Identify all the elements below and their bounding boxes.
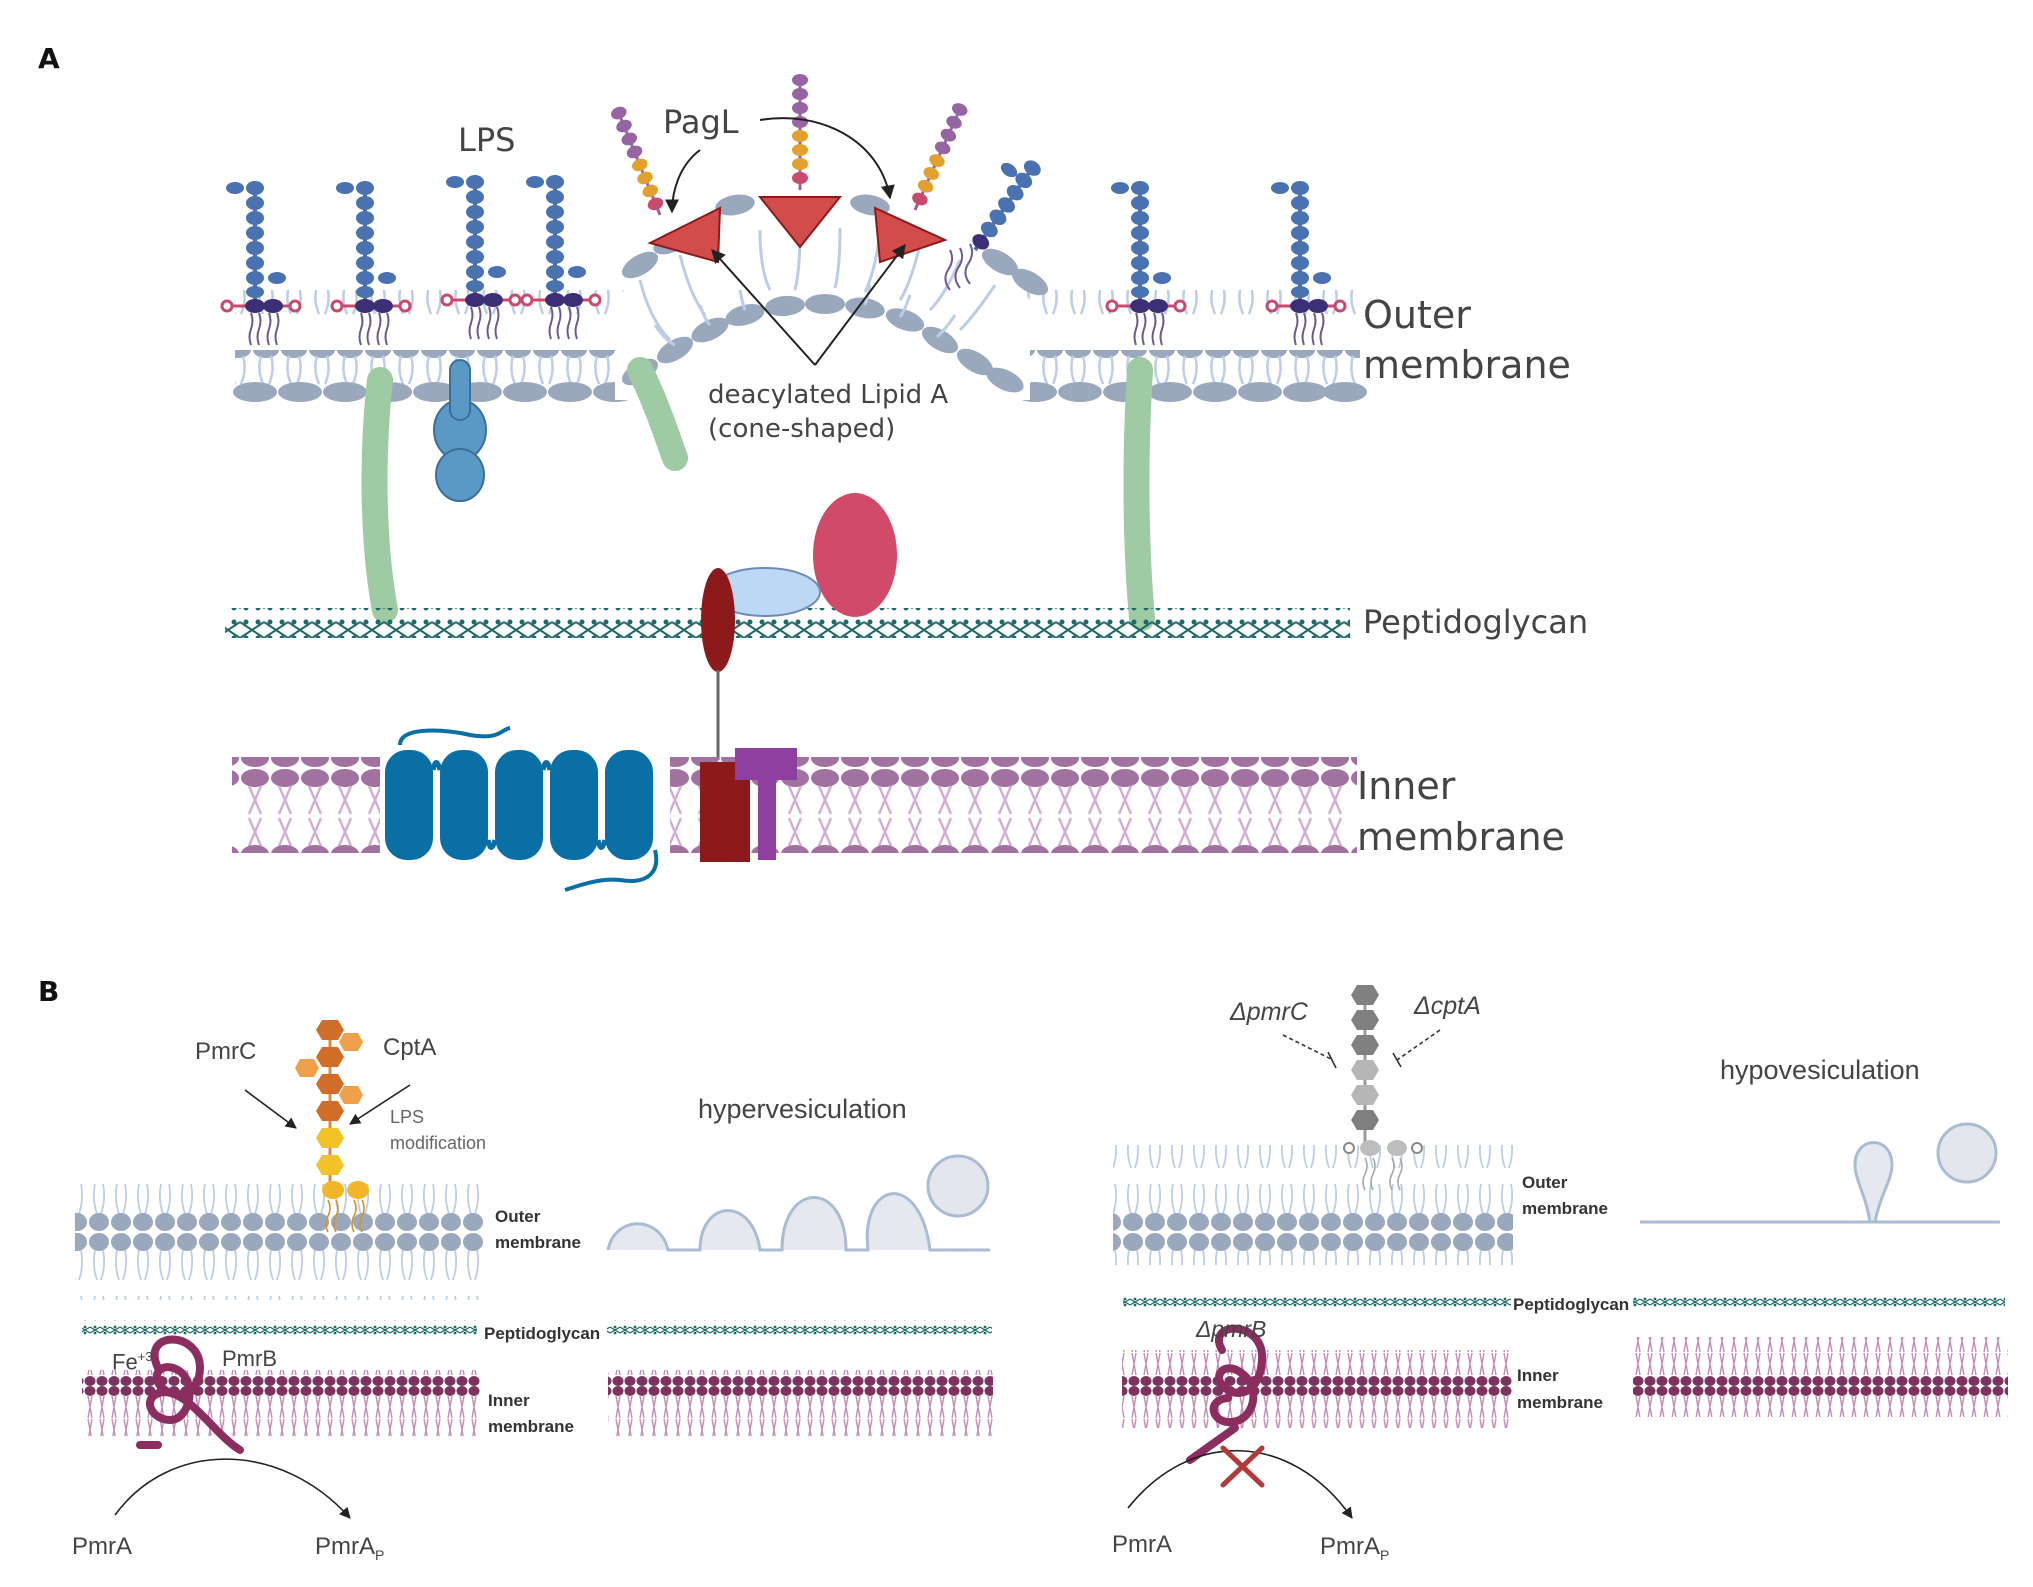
vesicle-left: [926, 1154, 990, 1218]
modified-lps: [295, 1020, 369, 1233]
outer-membrane-label-bl2: membrane: [495, 1233, 581, 1252]
pmrb-protein: [146, 1335, 244, 1454]
deacylated-lipid-a-label: deacylated Lipid A: [708, 380, 949, 410]
inhibition-lines: [1282, 1029, 1441, 1069]
dpmrc-label: ΔpmrC: [1230, 998, 1308, 1026]
lps-label: LPS: [458, 121, 516, 159]
outer-membrane-b-left: [75, 1180, 485, 1300]
peptidoglycan-label-a: Peptidoglycan: [1363, 603, 1589, 641]
phosphorylation-arrow-right: [1127, 1449, 1353, 1519]
phosphorylation-arrow-left: [114, 1458, 351, 1519]
pmrap-text-left: PmrA: [315, 1533, 375, 1560]
fe-charge: +3: [137, 1349, 153, 1364]
peptidoglycan-b-left: [82, 1320, 477, 1336]
hypervesiculation-membrane: [606, 1192, 990, 1252]
unmodified-lps: [1343, 985, 1423, 1191]
pmrap-sub-left: P: [375, 1546, 385, 1563]
t-shaped-protein: [735, 748, 797, 780]
outer-membrane-label-bl1: Outer: [495, 1207, 541, 1226]
inner-membrane-b-right: [1122, 1350, 1512, 1428]
pagl-label: PagL: [663, 103, 739, 141]
pmrap-text-right: PmrA: [1320, 1533, 1380, 1560]
panel-b-letter: B: [38, 975, 60, 1008]
outer-membrane-label-br2: membrane: [1522, 1199, 1608, 1218]
fe-text: Fe: [112, 1349, 138, 1375]
outer-membrane-label-br1: Outer: [1522, 1173, 1568, 1192]
pmrap-sub-right: P: [1380, 1546, 1390, 1563]
panel-a-diagram: [220, 72, 1367, 892]
outer-membrane-label-a2: membrane: [1363, 343, 1571, 387]
lps-modification-label-2: modification: [390, 1133, 487, 1153]
panel-a-letter: A: [38, 42, 60, 75]
red-ellipse-protein: [813, 493, 897, 617]
inner-membrane-label-a2: membrane: [1357, 815, 1565, 859]
lps-molecules: [220, 72, 1347, 347]
hypovesiculation-membrane: [1640, 1141, 2000, 1224]
porin-protein-3: [1123, 357, 1155, 631]
inner-membrane-label-br2: membrane: [1517, 1393, 1603, 1412]
block-x-icon: [1220, 1445, 1265, 1488]
lps-modification-label-1: LPS: [390, 1107, 425, 1127]
inner-membrane-label-bl2: membrane: [488, 1417, 574, 1436]
hypervesiculation-label: hypervesiculation: [698, 1094, 907, 1124]
hypovesiculation-label: hypovesiculation: [1720, 1055, 1920, 1085]
inner-membrane-label-br1: Inner: [1517, 1366, 1559, 1385]
inner-membrane-b-left: [82, 1370, 480, 1436]
dcpta-label: ΔcptA: [1414, 992, 1481, 1020]
peptidoglycan-label-bl: Peptidoglycan: [484, 1324, 601, 1343]
dpmrb-protein: [1209, 1324, 1267, 1427]
inner-membrane-label-a1: Inner: [1357, 764, 1456, 808]
porin-protein-1: [361, 367, 398, 623]
outer-membrane-label-a1: Outer: [1363, 293, 1471, 337]
inner-membrane-label-bl1: Inner: [488, 1391, 530, 1410]
sensor-protein-head: [701, 568, 735, 672]
porin-protein-2: [627, 357, 688, 471]
peptidoglycan-label-br: Peptidoglycan: [1513, 1295, 1630, 1314]
cpta-label: CptA: [383, 1034, 437, 1061]
cone-shaped-label: (cone-shaped): [708, 414, 896, 444]
fe-label: Fe+3: [112, 1350, 153, 1373]
pmrap-label-left: PmrAP: [315, 1535, 384, 1562]
transmembrane-protein: [380, 726, 670, 892]
dpmrb-label: ΔpmrB: [1196, 1316, 1267, 1342]
pmra-label-right: PmrA: [1112, 1531, 1172, 1558]
outer-membrane-b-right: [1113, 1145, 1513, 1265]
pmrb-label: PmrB: [222, 1346, 277, 1371]
lps-modification-arrows: [244, 1084, 411, 1129]
vesicle-right: [1936, 1122, 1998, 1184]
pagl-arrows: [665, 117, 906, 366]
peptidoglycan-b-right: [1123, 1294, 1511, 1310]
panel-b-right-diagram: [1113, 985, 2008, 1519]
pmrap-label-right: PmrAP: [1320, 1535, 1389, 1562]
pmra-label-left: PmrA: [72, 1533, 132, 1560]
pmrc-label: PmrC: [195, 1038, 257, 1065]
panel-b-left-diagram: [75, 1020, 993, 1519]
